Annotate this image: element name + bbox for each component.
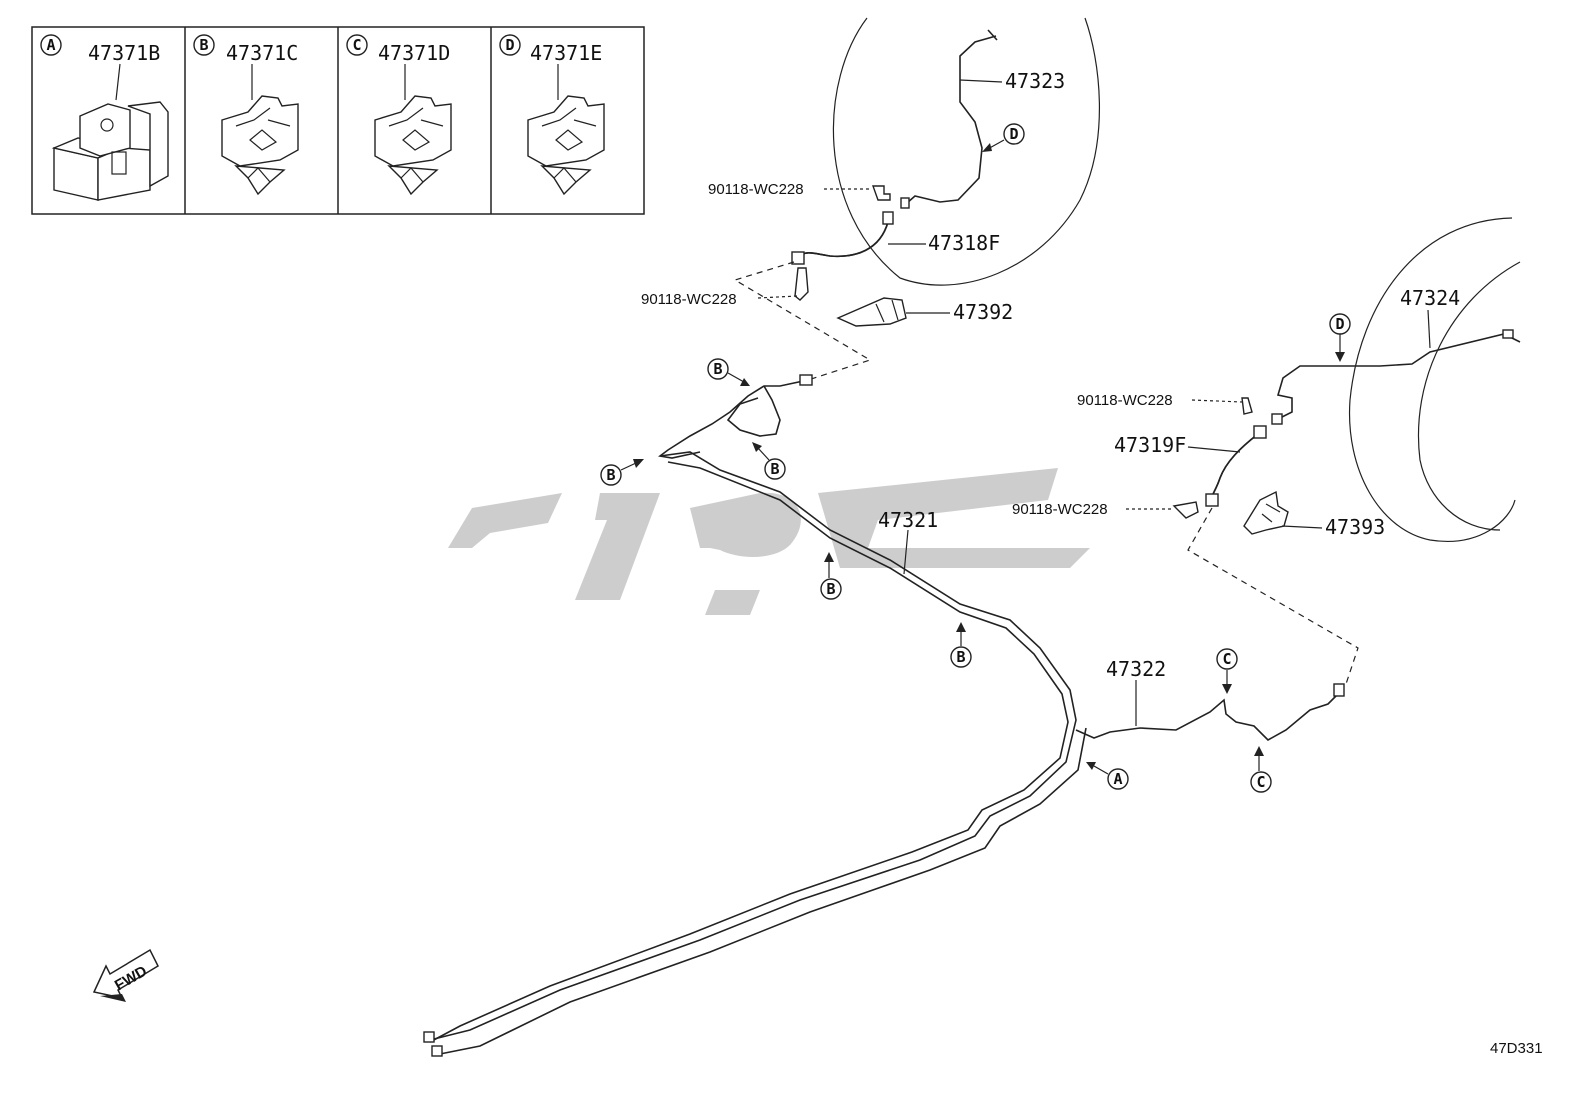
bracket-47392	[836, 297, 907, 327]
clip-letter-c: C	[352, 36, 361, 54]
label-47324: 47324	[1400, 286, 1460, 310]
callout-b2: B	[606, 466, 615, 484]
clip-47371b-illustration	[51, 101, 169, 201]
clip-letter-d: D	[505, 36, 514, 54]
label-47318f: 47318F	[928, 231, 1000, 255]
label-90118-wc228-a: 90118-WC228	[708, 181, 804, 198]
callouts: B B B B B C C A	[600, 358, 1272, 793]
clip-cell-a: A 47371B	[40, 34, 169, 201]
clip-legend-panel: A 47371B B 47371C	[31, 26, 645, 215]
main-brake-lines: 47321 47322	[423, 374, 1345, 1057]
label-47319f: 47319F	[1114, 433, 1186, 457]
fwd-arrow-icon: FWD	[92, 948, 159, 1002]
diagram-code: 47D331	[1490, 1040, 1543, 1057]
label-47322: 47322	[1106, 657, 1166, 681]
clip-part-47371c: 47371C	[226, 41, 298, 65]
clip-47371c-illustration	[221, 95, 299, 196]
clip-cell-c: C 47371D	[346, 34, 452, 196]
callout-b1: B	[713, 360, 722, 378]
label-47321: 47321	[878, 508, 938, 532]
label-90118-wc228-d: 90118-WC228	[1012, 501, 1108, 518]
label-47323: 47323	[1005, 69, 1065, 93]
watermark-logo	[448, 468, 1090, 615]
right-brake-assembly: 47324 D 90118-WC228 47319F 90118-WC228 4…	[1012, 217, 1521, 685]
clip-47371d-illustration	[374, 95, 452, 196]
right-wheel-outline	[1348, 217, 1516, 542]
upper-wheel-outline	[832, 17, 1100, 286]
callout-a1: A	[1113, 770, 1122, 788]
clip-47371e-illustration	[527, 95, 605, 196]
callout-c1: C	[1222, 650, 1231, 668]
clip-letter-b: B	[199, 36, 208, 54]
pipe-47321-a	[429, 451, 1077, 1041]
pipe-47322	[1075, 691, 1341, 741]
bracket-47393	[1243, 490, 1289, 535]
pipe-47321-c	[439, 727, 1087, 1055]
label-90118-wc228-c: 90118-WC228	[1077, 392, 1173, 409]
upper-brake-assembly: 47323 D 90118-WC228 47318F 90118-WC228 4…	[641, 17, 1100, 381]
callout-b3: B	[770, 460, 779, 478]
clip-letter-a: A	[46, 36, 55, 54]
callout-b4: B	[826, 580, 835, 598]
label-47392: 47392	[953, 300, 1013, 324]
hose-47318f	[799, 221, 889, 258]
label-90118-wc228-b: 90118-WC228	[641, 291, 737, 308]
pipe-47324	[1276, 333, 1521, 419]
callout-d-right: D	[1335, 315, 1344, 333]
callout-d-upper: D	[1009, 125, 1018, 143]
callout-c2: C	[1256, 773, 1265, 791]
clip-cell-d: D 47371E	[499, 34, 605, 196]
clip-cell-b: B 47371C	[193, 34, 299, 196]
callout-b5: B	[956, 648, 965, 666]
pipe-47323	[906, 35, 997, 204]
label-47393: 47393	[1325, 515, 1385, 539]
hose-47319f	[1211, 433, 1259, 499]
clip-part-47371e: 47371E	[530, 41, 602, 65]
clip-part-47371b: 47371B	[88, 41, 160, 65]
pipe-47321-b	[429, 461, 1069, 1043]
clip-part-47371d: 47371D	[378, 41, 450, 65]
